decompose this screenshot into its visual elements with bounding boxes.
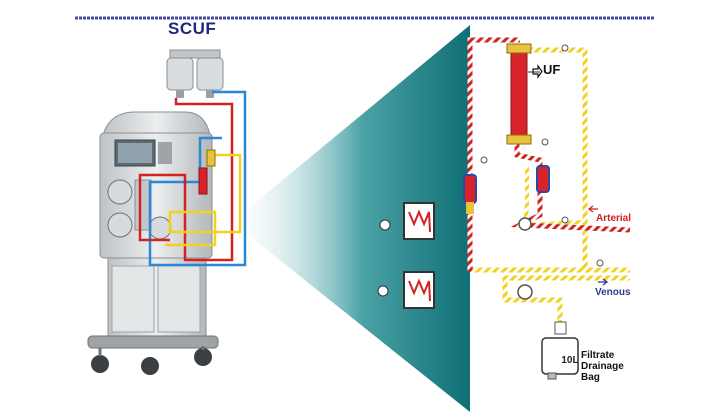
fluid-bag-right	[196, 57, 224, 91]
arterial-arrow-icon	[587, 205, 598, 213]
arterial-pump	[518, 217, 532, 231]
bag-clamp	[554, 321, 567, 335]
crrt-machine	[87, 49, 247, 375]
venous-arrow-icon	[598, 278, 609, 286]
venous-label: Venous	[595, 287, 631, 298]
filter-module-lower	[403, 271, 435, 309]
circuit-schematic	[377, 37, 631, 380]
bag-label-line2: Drainage	[581, 361, 624, 372]
pressure-gauge-4	[561, 216, 569, 224]
venous-to-pump	[522, 166, 586, 228]
venous-drip-chamber	[536, 165, 550, 193]
wheel-right	[194, 348, 212, 366]
hemofilter	[510, 51, 528, 137]
uf-arrow-icon	[532, 64, 543, 79]
ultrafiltrate-pump	[517, 284, 533, 300]
filtrate-drainage-bag	[541, 337, 579, 375]
machine-line-yellow	[165, 153, 242, 247]
filtrate-line	[502, 275, 630, 320]
pressure-gauge-2	[541, 138, 549, 146]
hemofilter-bottom-cap	[506, 134, 532, 145]
pump-head-3	[148, 216, 172, 240]
bag-capacity-label: 10L	[561, 355, 579, 366]
venous-line-top	[470, 47, 588, 273]
zoom-funnel	[232, 25, 470, 412]
machine-line-red	[138, 98, 234, 262]
arterial-label: Arterial	[596, 213, 632, 224]
diagram-title: SCUF	[168, 19, 217, 38]
machine-line-blue	[148, 90, 247, 267]
pump-head-2	[107, 212, 133, 238]
wheel-mid	[141, 357, 159, 375]
fluid-bag-left	[166, 57, 194, 91]
hemofilter-top-cap	[506, 43, 532, 54]
module-gauge-lower	[377, 285, 389, 297]
bag-label-line1: Filtrate	[581, 350, 615, 361]
wheel-left	[91, 355, 109, 373]
pressure-gauge-5	[596, 259, 604, 267]
arterial-drip-chamber	[463, 174, 477, 204]
bag-label-line3: Bag	[581, 372, 600, 383]
pressure-gauge-1	[561, 44, 569, 52]
pressure-gauge-3	[480, 156, 488, 164]
module-gauge-upper	[379, 219, 391, 231]
pump-head-1	[107, 179, 133, 205]
uf-label: UF	[543, 62, 561, 77]
machine-filter	[198, 167, 208, 195]
